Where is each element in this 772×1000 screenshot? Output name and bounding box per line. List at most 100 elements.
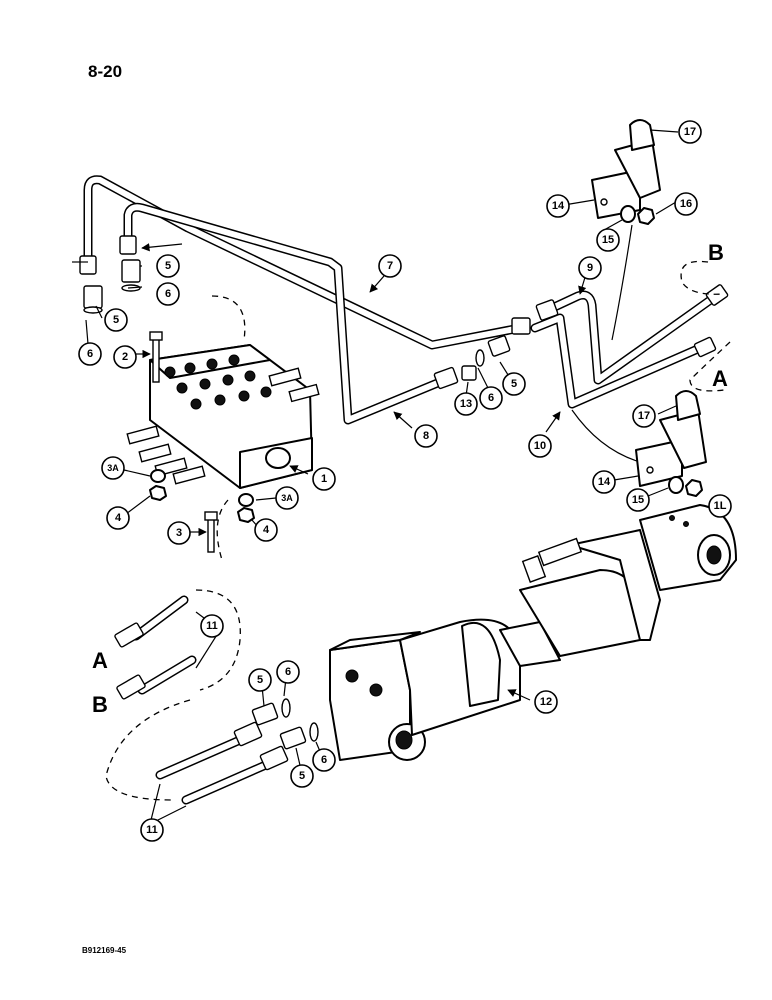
callout-10: 10: [528, 434, 552, 458]
svg-text:3A: 3A: [281, 493, 293, 503]
svg-text:13: 13: [460, 398, 472, 410]
control-valve-1: [126, 344, 320, 489]
dashed-line-valve-top: [211, 295, 246, 341]
tube-8: [123, 202, 445, 425]
bolt-3: [204, 511, 218, 553]
connection-label-a-bottom: A: [92, 648, 108, 673]
svg-text:5: 5: [511, 378, 517, 390]
connection-label-b-top: B: [708, 240, 724, 265]
callout-17-upper: 17: [678, 120, 702, 144]
svg-text:5: 5: [113, 314, 119, 326]
callout-4-right: 4: [254, 518, 278, 542]
callout-11-upper: 11: [200, 614, 224, 638]
fitting-5-lower-upper: [251, 702, 279, 726]
tube-9-end-fitting: [705, 284, 729, 306]
callout-16-lower-partial: 1L: [708, 494, 732, 518]
svg-text:12: 12: [540, 696, 552, 708]
washer-3a-right: [238, 493, 254, 507]
nut-16-lower: [685, 479, 703, 497]
fitting-5-upper-left: [83, 285, 103, 314]
svg-text:8: 8: [423, 430, 429, 442]
svg-text:4: 4: [263, 524, 270, 536]
fitting-5-upper-middle: [121, 259, 141, 292]
svg-text:15: 15: [632, 494, 644, 506]
fitting-5-lower-lower: [279, 726, 307, 750]
callout-11-lower: 11: [140, 818, 164, 842]
bolt-2: [149, 331, 163, 383]
callout-7: 7: [378, 254, 402, 278]
callout-5-lower-upper: 5: [248, 668, 272, 692]
callout-5-upper-right: 5: [156, 254, 180, 278]
svg-text:5: 5: [257, 674, 263, 686]
nut-16-upper: [637, 207, 655, 225]
tube-10-end-fitting: [693, 336, 717, 358]
svg-text:6: 6: [285, 666, 291, 678]
callout-5-lower-lower: 5: [290, 764, 314, 788]
dashed-line-b-top: [680, 260, 725, 295]
svg-text:6: 6: [165, 288, 171, 300]
tube-8-nut: [119, 235, 137, 255]
washer-15-lower: [668, 476, 684, 494]
svg-text:11: 11: [206, 620, 218, 632]
hose-11-upper-pair: [114, 595, 197, 700]
svg-text:9: 9: [587, 262, 593, 274]
o-ring-6-lower-upper: [281, 698, 291, 718]
callout-4-left: 4: [106, 506, 130, 530]
callout-3a-left: 3A: [101, 456, 125, 480]
bracket-line-upper: [611, 224, 633, 341]
callout-12: 12: [534, 690, 558, 714]
svg-text:5: 5: [299, 770, 305, 782]
svg-text:14: 14: [552, 200, 565, 212]
callout-14-upper: 14: [546, 194, 570, 218]
callout-8: 8: [414, 424, 438, 448]
svg-text:1: 1: [321, 473, 327, 485]
dashed-line-a-top: [689, 341, 731, 392]
svg-text:15: 15: [602, 234, 614, 246]
callout-6-upper-right: 6: [156, 282, 180, 306]
cylinder-12: [329, 504, 737, 761]
callout-3: 3: [167, 521, 191, 545]
hose-11-lower-pair: [155, 721, 289, 805]
svg-text:6: 6: [87, 348, 93, 360]
tube-10: [530, 313, 705, 409]
svg-text:2: 2: [122, 351, 128, 363]
callout-6-lower-lower: 6: [312, 748, 336, 772]
tube-8-end-nut: [433, 366, 459, 390]
svg-text:7: 7: [387, 260, 393, 272]
callout-16-upper: 16: [674, 192, 698, 216]
tube-7-nut: [79, 255, 97, 275]
document-code: B912169-45: [82, 946, 127, 955]
svg-text:1L: 1L: [714, 500, 727, 512]
callout-15-lower: 15: [626, 488, 650, 512]
svg-text:3: 3: [176, 527, 182, 539]
valve-spools: [126, 367, 320, 485]
callout-2: 2: [113, 345, 137, 369]
dashed-line-valve-bottom: [216, 499, 229, 561]
svg-text:6: 6: [321, 754, 327, 766]
svg-text:14: 14: [598, 476, 611, 488]
fitting-5-middle: [475, 335, 511, 367]
page-number: 8-20: [88, 62, 123, 81]
svg-text:17: 17: [638, 410, 650, 422]
connection-label-b-bottom: B: [92, 692, 108, 717]
callout-6-lower-upper: 6: [276, 660, 300, 684]
svg-text:5: 5: [165, 260, 171, 272]
tube-9-nut: [535, 299, 559, 321]
o-ring-6-lower-lower: [309, 722, 319, 742]
svg-text:10: 10: [534, 440, 546, 452]
dashed-line-hose-lower: [105, 699, 191, 801]
callout-9: 9: [578, 256, 602, 280]
callout-6-middle: 6: [479, 386, 503, 410]
callout-14-lower: 14: [592, 470, 616, 494]
dashed-line-hose-upper: [195, 589, 241, 691]
tube-7: [83, 175, 525, 350]
svg-text:16: 16: [680, 198, 692, 210]
callout-5-upper-left: 5: [104, 308, 128, 332]
callout-5-middle: 5: [502, 372, 526, 396]
bracket-14-upper: [591, 119, 661, 219]
connection-label-a-top: A: [712, 366, 728, 391]
nut-4-right: [237, 507, 255, 523]
callout-3a-right: 3A: [275, 486, 299, 510]
svg-text:4: 4: [115, 512, 122, 524]
